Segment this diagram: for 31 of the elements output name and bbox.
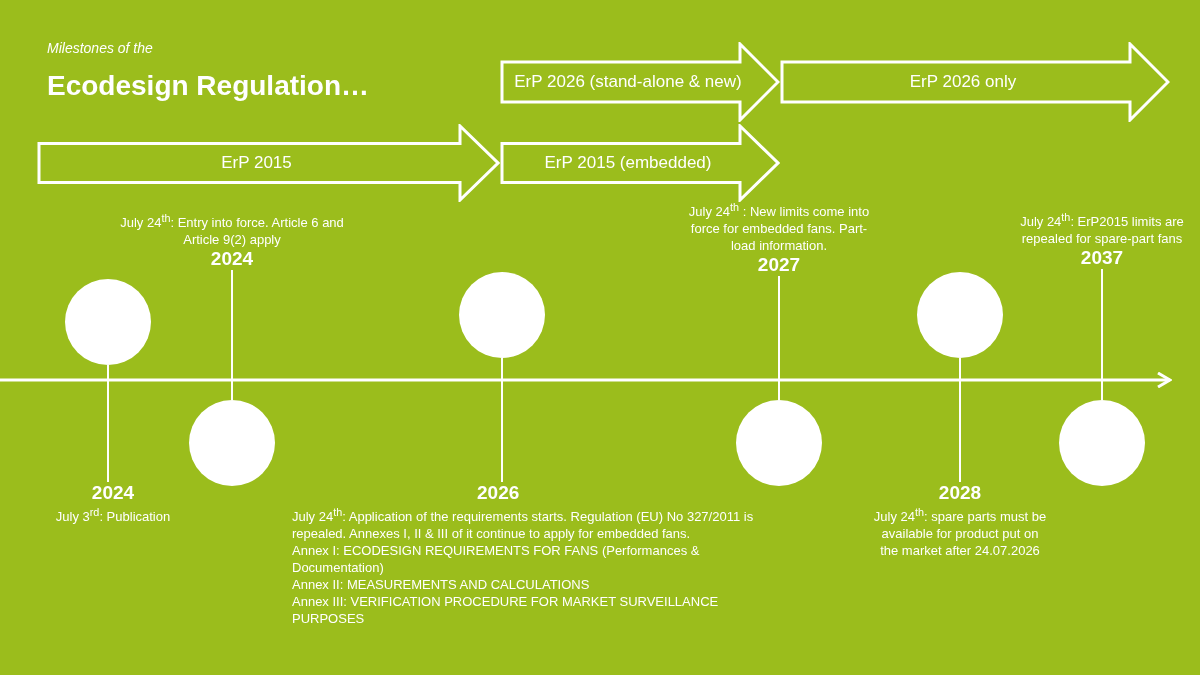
arrow-banner	[500, 42, 780, 122]
milestone-description: July 24$^{th}$ : New limits come into force for embedded fans. Part-load information.	[687, 200, 871, 255]
connector-line	[959, 357, 961, 483]
connector-line	[778, 275, 780, 401]
title: Ecodesign Regulation…	[47, 70, 370, 102]
year-label: 2037	[1080, 247, 1124, 270]
connector-line	[231, 269, 233, 401]
year-label: 2027	[757, 254, 801, 277]
connector-line	[107, 364, 109, 483]
banner-label: ErP 2015 (embedded)	[543, 153, 713, 173]
milestone-description: July 24$^{th}$: spare parts must be available for product put on the market after 24.07.2026	[872, 505, 1048, 560]
year-label: 2028	[938, 482, 982, 504]
banner-label: ErP 2026 (stand-alone & new)	[513, 72, 743, 92]
milestone-description: Annex I: ECODESIGN REQUIREMENTS FOR FANS (Performances & Documentation)	[292, 542, 701, 577]
milestone-description: July 24$^{th}$: Entry into force. Article 6 and Article 9(2) apply	[119, 211, 345, 249]
milestone-description: July 24$^{th}$: Application of the requirements starts. Regulation (EU) No 327/2011 is repealed. Annexes I, II & III of it continue to apply for embedded fans.	[292, 505, 755, 543]
connector-line	[1101, 268, 1103, 401]
banner-label: ErP 2026 only	[908, 72, 1018, 92]
milestone-description: July 3$^{rd}$: Publication	[54, 505, 172, 526]
year-label: 2024	[91, 482, 135, 504]
connector-line	[501, 357, 503, 483]
arrow-banner	[500, 124, 780, 202]
subtitle: Milestones of the	[47, 40, 153, 56]
arrow-banner	[37, 124, 500, 202]
milestone-description: Annex II: MEASUREMENTS AND CALCULATIONS	[292, 576, 591, 594]
year-label: 2024	[210, 248, 254, 271]
milestone-description: Annex III: VERIFICATION PROCEDURE FOR MARKET SURVEILLANCE PURPOSES	[292, 593, 720, 628]
banner-label: ErP 2015	[220, 153, 293, 173]
milestone-description: July 24$^{th}$: ErP2015 limits are repealed for spare-part fans	[1019, 210, 1185, 248]
year-label: 2026	[477, 482, 520, 504]
arrow-banner	[780, 42, 1170, 122]
